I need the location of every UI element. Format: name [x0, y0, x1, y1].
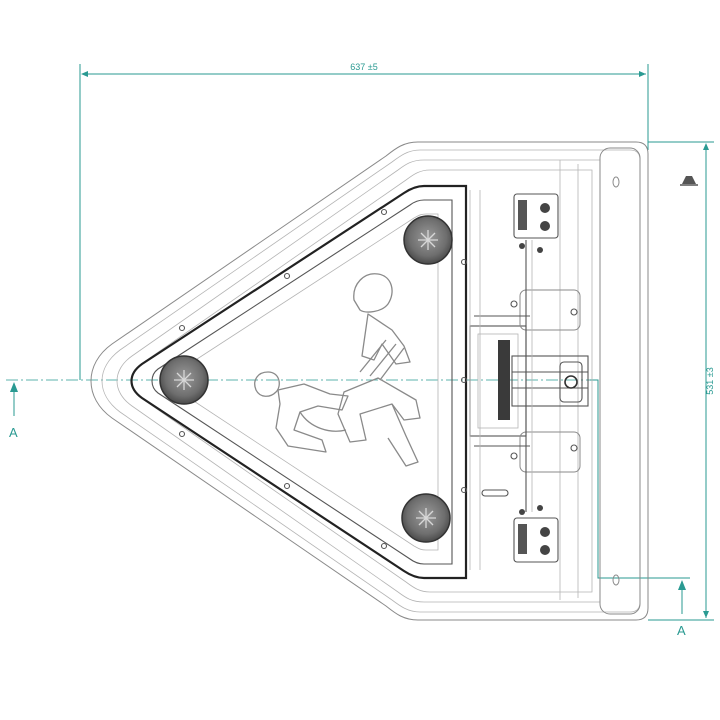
- arrow-up-icon: [678, 580, 686, 614]
- section-label-right: A: [677, 623, 686, 638]
- height-dimension-label: 531 ±3: [705, 367, 715, 394]
- hinge-top: [513, 193, 559, 253]
- hinge-bottom: [513, 505, 559, 563]
- warning-lamp-icon: [174, 370, 194, 390]
- warning-lamp-icon: [416, 508, 436, 528]
- warning-lamp-top: [403, 215, 453, 265]
- warning-lamp-bottom: [401, 493, 451, 543]
- width-dimension-label: 637 ±5: [350, 62, 377, 72]
- rear-spine: [469, 190, 533, 570]
- height-dimension: 531 ±3: [648, 141, 715, 621]
- pedestrian-sign-icon: [254, 273, 421, 467]
- width-dimension: 637 ±5: [79, 62, 649, 380]
- section-line-a: A A: [6, 379, 690, 638]
- warning-lamp-icon: [418, 230, 438, 250]
- section-label-left: A: [9, 425, 18, 440]
- warning-lamp-left: [159, 355, 209, 405]
- mounting-bracket: [469, 289, 589, 497]
- cap-nut: [680, 176, 698, 186]
- arrow-up-icon: [10, 382, 18, 416]
- frame-screws: [178, 208, 468, 550]
